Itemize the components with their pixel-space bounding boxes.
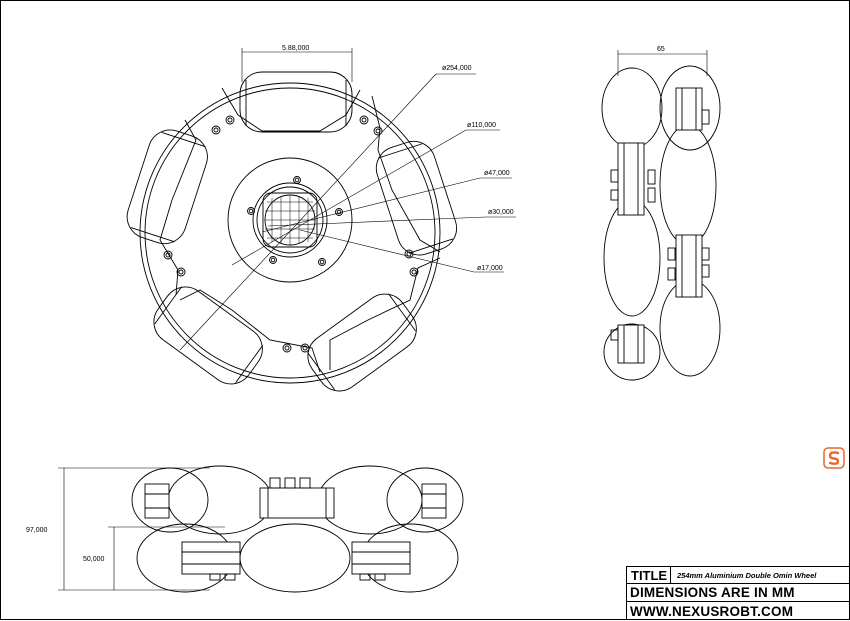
s-logo-icon[interactable]: [823, 447, 845, 469]
bottom-view-dimensions: [58, 467, 225, 591]
dimensions-row: DIMENSIONS ARE IN MM: [627, 584, 850, 602]
dim-d254: ø254,000: [442, 65, 472, 72]
dim-d30: ø30,000: [488, 209, 514, 216]
title-value: 254mm Aluminium Double Omin Wheel: [677, 570, 817, 580]
bottom-view: [131, 465, 464, 593]
website-text: WWW.NEXUSROBT.COM: [630, 604, 794, 619]
title-label: TITLE: [627, 567, 671, 583]
dim-d17: ø17,000: [477, 265, 503, 272]
dim-height-half: 50,000: [83, 556, 105, 563]
dim-d47: ø47,000: [484, 170, 510, 177]
title-row: TITLE 254mm Aluminium Double Omin Wheel: [627, 567, 850, 584]
dim-side-width: 65: [657, 46, 665, 53]
website-row: WWW.NEXUSROBT.COM: [627, 602, 850, 621]
front-view-dimensions: [179, 48, 516, 351]
side-view-dimensions: [617, 50, 708, 76]
front-view: [126, 71, 458, 392]
dimensions-note: DIMENSIONS ARE IN MM: [630, 585, 795, 600]
dim-d110: ø110,000: [467, 122, 496, 129]
title-block: TITLE 254mm Aluminium Double Omin Wheel …: [626, 566, 850, 620]
dim-height-total: 97,000: [26, 527, 48, 534]
side-view: [601, 65, 721, 381]
dim-top-width: 5.88,000: [282, 45, 309, 52]
